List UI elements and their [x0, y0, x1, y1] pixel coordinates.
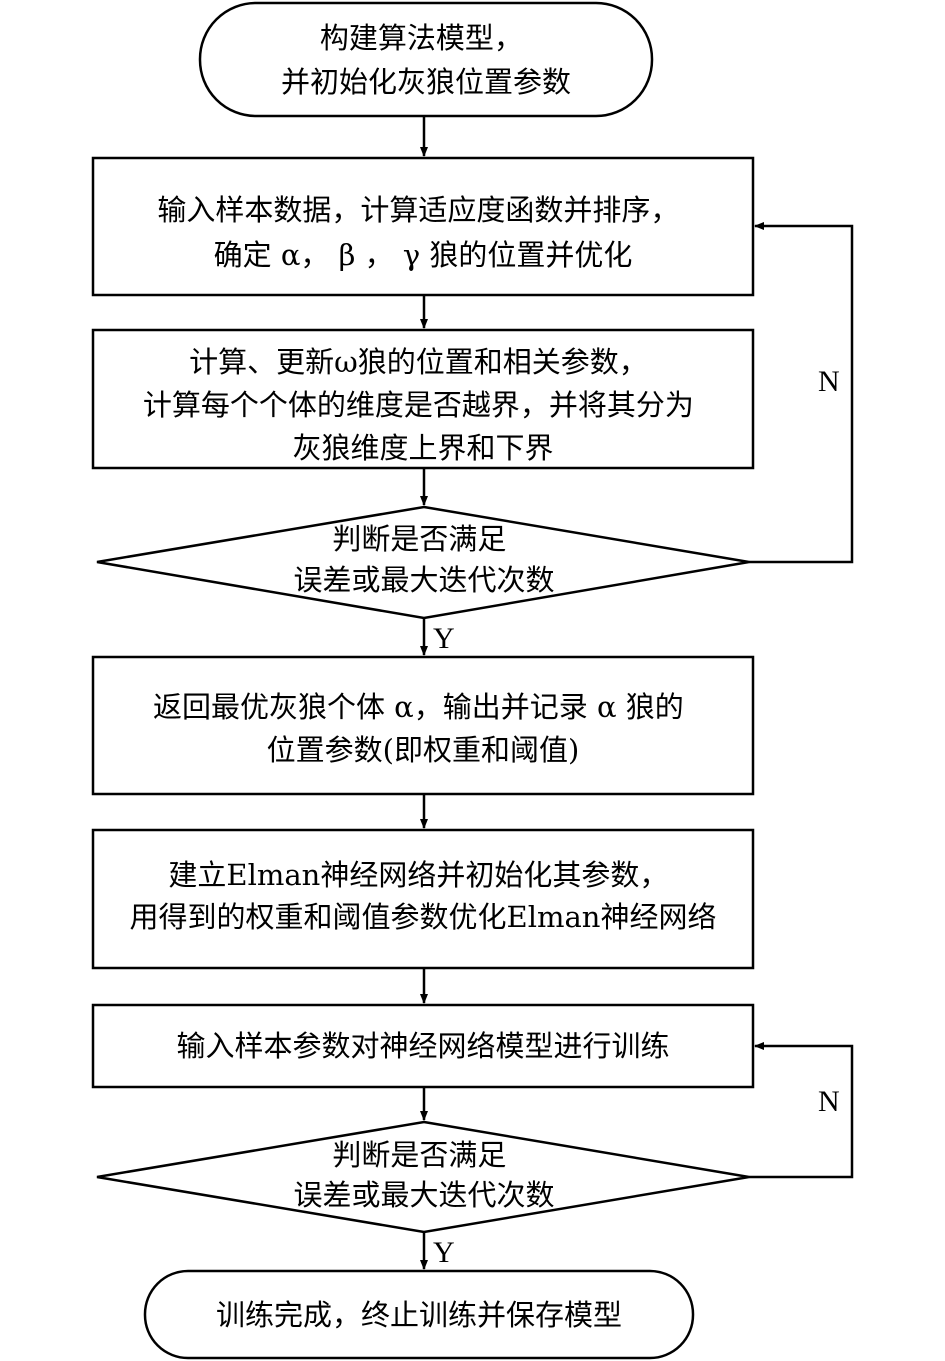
start-line-1: 构建算法模型，	[320, 21, 523, 55]
process-step-return-best: 返回最优灰狼个体 α，输出并记录 α 狼的 位置参数(即权重和阈值)	[91, 655, 755, 796]
loop-arrow-decision1-to-step1	[749, 222, 854, 564]
decision-diamond-1: 判断是否满足 误差或最大迭代次数	[96, 505, 750, 620]
step2-line-2: 计算每个个体的维度是否越界，并将其分为	[143, 388, 694, 422]
step1-line-2: 确定 α， β ， γ 狼的位置并优化	[214, 238, 633, 272]
svg-text:训练完成，终止训练并保存模型: 训练完成，终止训练并保存模型	[216, 1298, 622, 1332]
svg-text:返回最优灰狼个体 α，输出并记录 α 狼的 位置: 返回最优灰狼个体 α，输出并记录 α 狼的 位置参数(即权重和阈值)	[153, 690, 693, 767]
start-terminal: 构建算法模型， 并初始化灰狼位置参数	[198, 1, 654, 118]
loop1-label-n: N	[818, 365, 840, 398]
step1-line-1: 输入样本数据，计算适应度函数并排序，	[157, 193, 679, 227]
step4-line-2: 用得到的权重和阈值参数优化Elman神经网络	[130, 900, 717, 934]
decision2-line-2: 误差或最大迭代次数	[293, 1178, 554, 1212]
svg-text:判断是否满足 误差或最大迭代次数: 判断是否满足 误差或最大迭代次数	[293, 1138, 554, 1212]
decision2-line-1: 判断是否满足	[332, 1138, 506, 1172]
decision1-label-y: Y	[433, 622, 455, 655]
svg-text:构建算法模型， 并初始化灰狼位置参数: 构建算法模型， 并初始化灰狼位置参数	[281, 21, 571, 99]
step2-line-1: 计算、更新ω狼的位置和相关参数，	[189, 345, 648, 379]
svg-text:输入样本数据，计算适应度函数并排序， 确定 α，: 输入样本数据，计算适应度函数并排序， 确定 α， β ， γ 狼的位置并优化	[157, 193, 688, 272]
step2-line-3: 灰狼维度上界和下界	[292, 431, 553, 465]
start-line-2: 并初始化灰狼位置参数	[281, 65, 571, 99]
process-step-update-omega: 计算、更新ω狼的位置和相关参数， 计算每个个体的维度是否越界，并将其分为 灰狼维…	[91, 328, 755, 470]
decision-diamond-2: 判断是否满足 误差或最大迭代次数	[96, 1120, 750, 1234]
loop-arrow-decision2-to-step5	[749, 1042, 854, 1179]
step3-line-2: 位置参数(即权重和阈值)	[267, 733, 580, 767]
decision1-line-2: 误差或最大迭代次数	[293, 563, 554, 597]
step3-line-1: 返回最优灰狼个体 α，输出并记录 α 狼的	[153, 690, 684, 724]
step4-line-1: 建立Elman神经网络并初始化其参数，	[168, 858, 668, 892]
svg-text:输入样本参数对神经网络模型进行训练: 输入样本参数对神经网络模型进行训练	[176, 1029, 669, 1063]
svg-text:计算、更新ω狼的位置和相关参数， 计算每个个体的: 计算、更新ω狼的位置和相关参数， 计算每个个体的维度是否越界，并将其分为 灰狼维…	[143, 345, 703, 465]
process-step-build-elman: 建立Elman神经网络并初始化其参数， 用得到的权重和阈值参数优化Elman神经…	[91, 828, 755, 970]
end-terminal: 训练完成，终止训练并保存模型	[143, 1269, 695, 1360]
loop2-label-n: N	[818, 1085, 840, 1118]
svg-text:建立Elman神经网络并初始化其参数， 用得到的: 建立Elman神经网络并初始化其参数， 用得到的权重和阈值参数优化Elman神经…	[130, 858, 717, 934]
decision1-line-1: 判断是否满足	[332, 522, 506, 556]
process-step-input-sample: 输入样本数据，计算适应度函数并排序， 确定 α， β ， γ 狼的位置并优化	[91, 156, 755, 297]
svg-text:判断是否满足 误差或最大迭代次数: 判断是否满足 误差或最大迭代次数	[293, 522, 554, 597]
end-line-1: 训练完成，终止训练并保存模型	[216, 1298, 622, 1332]
process-step-train-network: 输入样本参数对神经网络模型进行训练	[91, 1003, 755, 1089]
decision2-label-y: Y	[433, 1236, 455, 1269]
step5-line-1: 输入样本参数对神经网络模型进行训练	[176, 1029, 669, 1063]
